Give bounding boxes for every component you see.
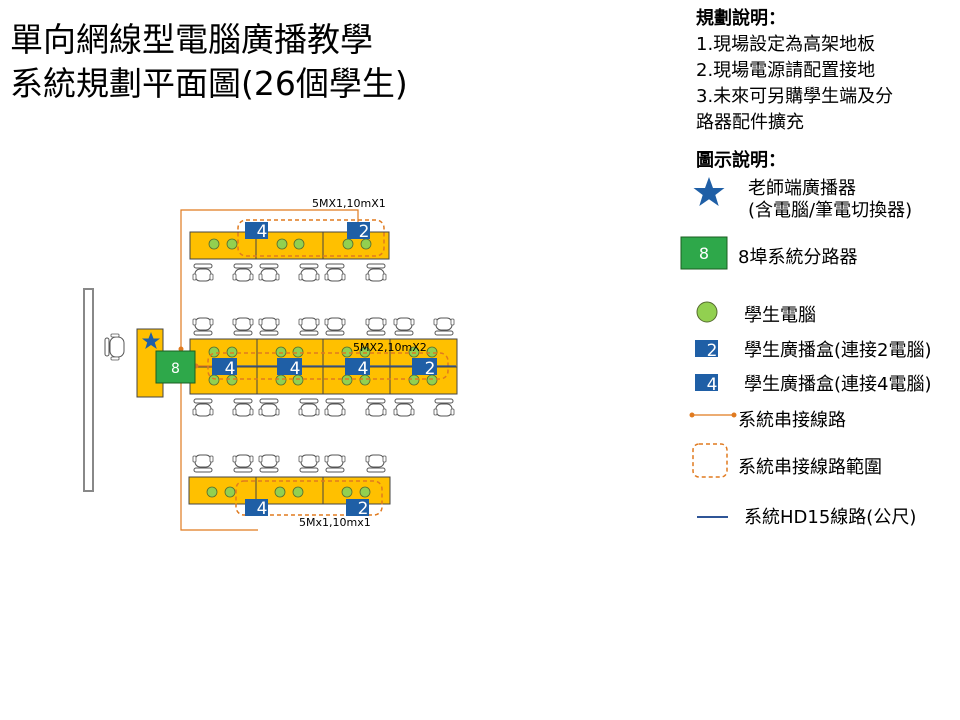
student-pcs: [206, 238, 438, 498]
legend-box4-symbol: 4: [707, 375, 718, 395]
teacher-chair: [104, 333, 125, 361]
mid-box-2-label: 4: [290, 359, 301, 379]
legend-box4-icon: [695, 374, 718, 391]
splitter-label: 8: [171, 361, 180, 377]
note-item: 1.現場設定為高架地板: [696, 34, 876, 55]
title-line-1: 單向網線型電腦廣播教學: [10, 20, 373, 59]
page-title: 單向網線型電腦廣播教學 系統規劃平面圖(26個學生): [10, 18, 408, 106]
legend-pc-label: 學生電腦: [744, 305, 816, 326]
note-item: 3.未來可另購學生端及分: [696, 86, 894, 107]
legend-box2-icon: [695, 340, 718, 357]
top-box-1-label: 4: [257, 222, 268, 242]
legend-star-icon: [693, 177, 725, 206]
whiteboard: [83, 288, 94, 492]
mid-box-3-label: 4: [358, 359, 369, 379]
bottom-cable-label: 5Mx1,10mx1: [299, 516, 371, 529]
legend-splitter-label: 8埠系統分路器: [738, 247, 858, 268]
note-item: 路器配件擴充: [696, 112, 804, 133]
teacher-broadcaster-star: [142, 332, 160, 349]
legend-splitter-symbol: 8: [699, 244, 709, 263]
title-line-2: 系統規劃平面圖(26個學生): [10, 64, 408, 103]
legend-range-icon: [692, 443, 728, 478]
legend-header: 圖示說明：: [696, 150, 786, 171]
notes-header: 規劃說明：: [696, 8, 786, 29]
legend-teacher-line1: 老師端廣播器: [748, 178, 856, 199]
legend-box4-label: 學生廣播盒(連接4電腦): [744, 374, 932, 395]
middle-cable-label: 5MX2,10mX2: [353, 341, 427, 354]
top-box-2-label: 2: [359, 222, 370, 242]
bottom-box-1-label: 4: [257, 499, 268, 519]
mid-box-4-label: 2: [425, 359, 436, 379]
legend-pc-icon: [696, 301, 718, 323]
legend-hd15-label: 系統HD15線路(公尺): [744, 507, 917, 528]
splitter-8-port: [155, 350, 196, 384]
broadcast-boxes: 4 2 4 4 4 2 4 2: [212, 222, 437, 519]
legend-range-label: 系統串接線路範圍: [738, 457, 882, 478]
legend-chain-label: 系統串接線路: [738, 410, 846, 431]
legend-box2-symbol: 2: [707, 341, 718, 361]
legend-teacher-line2: (含電腦/筆電切換器): [748, 200, 913, 221]
mid-box-1-label: 4: [225, 359, 236, 379]
legend-teacher-label: 老師端廣播器 (含電腦/筆電切換器): [748, 178, 912, 222]
bottom-box-2-label: 2: [358, 499, 369, 519]
legend-splitter-icon: [680, 236, 728, 270]
note-item: 2.現場電源請配置接地: [696, 60, 876, 81]
planning-notes: 規劃說明： 1.現場設定為高架地板 2.現場電源請配置接地 3.未來可另購學生端…: [696, 6, 893, 136]
legend-box2-label: 學生廣播盒(連接2電腦): [744, 340, 932, 361]
legend-chain-icon: [689, 412, 737, 418]
top-cable-label: 5MX1,10mX1: [312, 197, 386, 210]
